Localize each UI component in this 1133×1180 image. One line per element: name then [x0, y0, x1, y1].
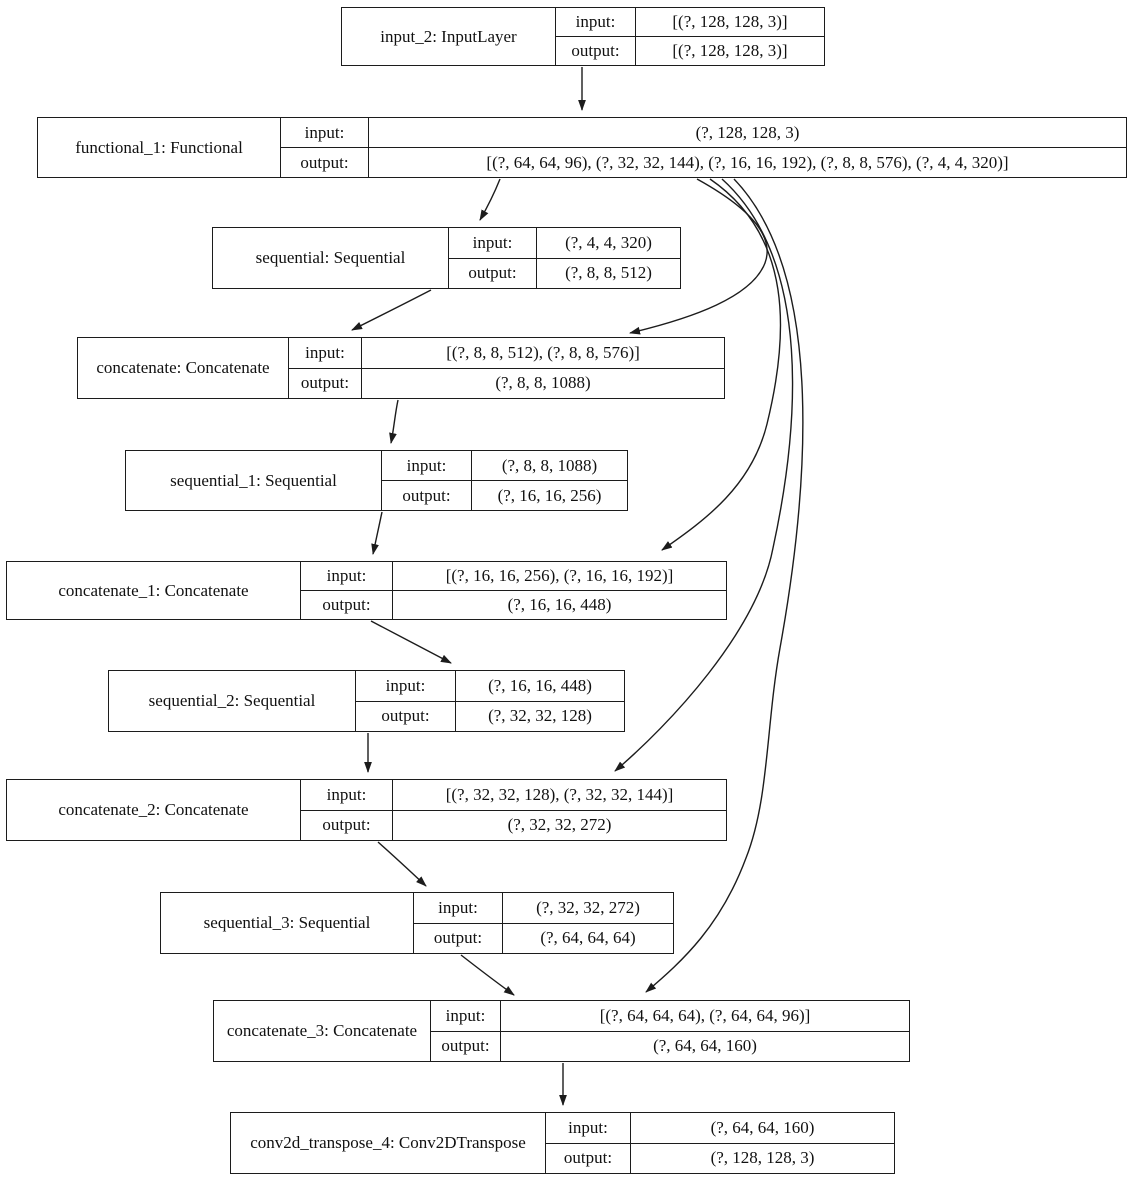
output-label: output: [301, 810, 393, 840]
node-title: input_2: InputLayer [342, 8, 556, 65]
output-label: output: [289, 368, 362, 398]
output-label: output: [414, 923, 503, 953]
input-shape: (?, 64, 64, 160) [710, 1117, 815, 1137]
input-label: input: [301, 562, 393, 590]
input-label: input: [382, 451, 472, 480]
node-sequential: sequential: Sequential input: (?, 4, 4, … [212, 227, 681, 289]
edge-sequential-concatenate [351, 289, 432, 331]
output-label: output: [431, 1031, 501, 1061]
node-title: concatenate: Concatenate [78, 338, 289, 398]
node-input_2: input_2: InputLayer input: [(?, 128, 128… [341, 7, 825, 66]
output-label: output: [281, 148, 369, 177]
input-label: input: [356, 671, 456, 701]
node-conv2d_transpose_4: conv2d_transpose_4: Conv2DTranspose inpu… [230, 1112, 895, 1174]
output-label: output: [356, 701, 456, 731]
edge-sequential_1-concatenate_1 [371, 511, 383, 555]
output-shape: (?, 64, 64, 160) [653, 1036, 757, 1056]
node-title: sequential_3: Sequential [161, 893, 414, 953]
edge-concatenate_2-sequential_3 [377, 841, 427, 887]
input-shape: (?, 4, 4, 320) [565, 232, 652, 252]
output-shape: (?, 128, 128, 3) [710, 1148, 815, 1168]
output-shape: (?, 8, 8, 512) [565, 263, 652, 283]
edge-concatenate-sequential_1 [389, 399, 399, 444]
input-label: input: [289, 338, 362, 368]
node-title: concatenate_1: Concatenate [7, 562, 301, 619]
node-title: sequential: Sequential [213, 228, 449, 288]
node-title: concatenate_3: Concatenate [214, 1001, 431, 1061]
input-label: input: [414, 893, 503, 923]
output-shape: (?, 32, 32, 272) [507, 815, 612, 835]
edge-sequential_3-concatenate_3 [460, 954, 515, 996]
node-sequential_1: sequential_1: Sequential input: (?, 8, 8… [125, 450, 628, 511]
node-functional_1: functional_1: Functional input: (?, 128,… [37, 117, 1127, 178]
node-title: sequential_1: Sequential [126, 451, 382, 510]
node-concatenate_3: concatenate_3: Concatenate input: [(?, 6… [213, 1000, 910, 1062]
output-label: output: [382, 481, 472, 510]
edge-concatenate_1-sequential_2 [370, 620, 452, 664]
node-concatenate_2: concatenate_2: Concatenate input: [(?, 3… [6, 779, 727, 841]
node-concatenate: concatenate: Concatenate input: [(?, 8, … [77, 337, 725, 399]
input-label: input: [546, 1113, 631, 1143]
input-label: input: [431, 1001, 501, 1031]
input-shape: (?, 8, 8, 1088) [501, 455, 598, 475]
output-label: output: [556, 37, 636, 65]
input-shape: (?, 32, 32, 272) [536, 897, 640, 917]
output-shape: (?, 8, 8, 1088) [495, 373, 591, 393]
input-label: input: [556, 8, 636, 36]
input-label: input: [301, 780, 393, 810]
input-shape: [(?, 128, 128, 3)] [672, 12, 788, 31]
node-title: conv2d_transpose_4: Conv2DTranspose [231, 1113, 546, 1173]
input-label: input: [449, 228, 537, 258]
input-shape: [(?, 8, 8, 512), (?, 8, 8, 576)] [446, 342, 640, 362]
output-shape: (?, 16, 16, 448) [507, 595, 612, 614]
node-title: sequential_2: Sequential [109, 671, 356, 731]
output-shape: (?, 16, 16, 256) [497, 485, 602, 505]
node-title: functional_1: Functional [38, 118, 281, 177]
output-label: output: [546, 1143, 631, 1173]
output-shape: [(?, 64, 64, 96), (?, 32, 32, 144), (?, … [486, 152, 1009, 172]
input-shape: [(?, 64, 64, 64), (?, 64, 64, 96)] [599, 1005, 811, 1025]
input-label: input: [281, 118, 369, 147]
node-title: concatenate_2: Concatenate [7, 780, 301, 840]
input-shape: [(?, 32, 32, 128), (?, 32, 32, 144)] [445, 784, 674, 804]
input-shape: (?, 128, 128, 3) [695, 122, 800, 142]
input-shape: (?, 16, 16, 448) [488, 675, 592, 695]
node-sequential_2: sequential_2: Sequential input: (?, 16, … [108, 670, 625, 732]
output-shape: (?, 64, 64, 64) [540, 928, 636, 948]
output-shape: [(?, 128, 128, 3)] [672, 41, 788, 60]
edge-functional_1-sequential [479, 178, 501, 221]
node-concatenate_1: concatenate_1: Concatenate input: [(?, 1… [6, 561, 727, 620]
output-label: output: [449, 258, 537, 288]
output-shape: (?, 32, 32, 128) [488, 706, 592, 726]
input-shape: [(?, 16, 16, 256), (?, 16, 16, 192)] [445, 566, 674, 585]
output-label: output: [301, 591, 393, 619]
node-sequential_3: sequential_3: Sequential input: (?, 32, … [160, 892, 674, 954]
